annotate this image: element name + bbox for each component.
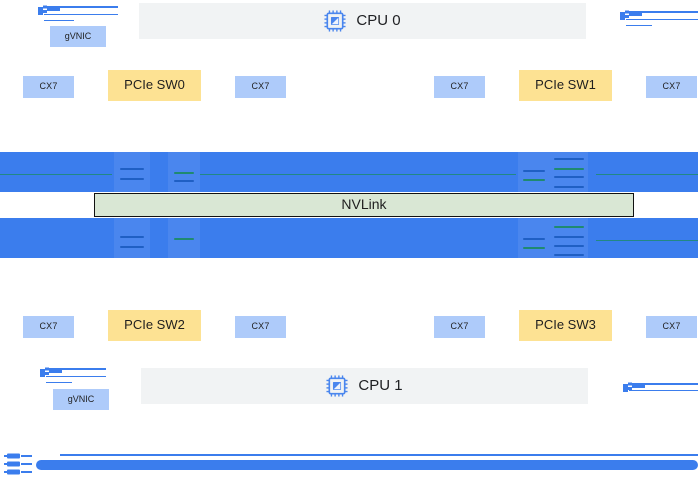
nvlink-label: NVLink <box>341 196 387 213</box>
gpu-card <box>114 152 150 192</box>
gpu-card-stripe <box>120 236 144 238</box>
cpu-1-box[interactable]: CPU 1 <box>141 368 588 404</box>
cx7-nic-4[interactable]: CX7 <box>23 316 74 338</box>
gpu-card-stripe <box>554 245 584 247</box>
gvnic-link-line-top-left-c <box>44 20 74 21</box>
gpu-link-line-upper-right <box>596 174 698 175</box>
cx7-nic-4-label: CX7 <box>39 321 58 332</box>
gpu-card-stripe <box>523 238 545 240</box>
gpu-card-stripe <box>554 186 584 188</box>
cx7-nic-1-label: CX7 <box>251 81 270 92</box>
cx7-nic-2[interactable]: CX7 <box>434 76 485 98</box>
gvnic-link-line-bottom-right <box>629 383 698 385</box>
gpu-card-stripe <box>554 236 584 238</box>
gvnic-bottom-box[interactable]: gVNIC <box>53 389 109 410</box>
gpu-card <box>550 218 588 258</box>
nvlink-bar[interactable]: NVLink <box>94 193 634 217</box>
pcie-sw2-box[interactable]: PCIe SW2 <box>108 310 201 341</box>
gpu-card-stripe <box>554 158 584 160</box>
pcie-sw0-box[interactable]: PCIe SW0 <box>108 70 201 101</box>
cpu-0-label: CPU 0 <box>356 11 401 29</box>
cx7-nic-3[interactable]: CX7 <box>646 76 697 98</box>
network-fabric-line-top <box>60 454 698 456</box>
gpu-band-lower <box>0 218 698 258</box>
cx7-nic-5[interactable]: CX7 <box>235 316 286 338</box>
gpu-card-stripe <box>120 168 144 170</box>
gpu-card-stripe <box>554 176 584 178</box>
cx7-nic-1[interactable]: CX7 <box>235 76 286 98</box>
gvnic-link-line-bottom-right-b <box>629 390 698 391</box>
cpu-1-label: CPU 1 <box>358 376 403 394</box>
gpu-card-stripe <box>554 168 584 170</box>
gvnic-top-label: gVNIC <box>64 30 92 41</box>
gvnic-link-line-top-right-b <box>626 19 698 20</box>
gpu-card-stripe <box>523 179 545 181</box>
gpu-card-stripe <box>523 170 545 172</box>
gpu-link-line-lower-right <box>596 240 698 241</box>
cpu-chip-icon <box>326 375 348 397</box>
gpu-card-stripe <box>554 226 584 228</box>
gvnic-bottom-label: gVNIC <box>67 393 95 404</box>
gvnic-link-line-bottom-left-b <box>46 376 106 377</box>
network-switch-icon <box>4 452 32 478</box>
gvnic-link-line-top-left <box>44 6 118 8</box>
pcie-sw3-box[interactable]: PCIe SW3 <box>519 310 612 341</box>
cx7-nic-7[interactable]: CX7 <box>646 316 697 338</box>
gpu-card-stripe <box>523 247 545 249</box>
cx7-nic-0[interactable]: CX7 <box>23 76 74 98</box>
cx7-nic-0-label: CX7 <box>39 81 58 92</box>
pcie-sw0-label: PCIe SW0 <box>124 77 185 93</box>
gpu-card-stripe <box>554 254 584 256</box>
cx7-nic-7-label: CX7 <box>662 321 681 332</box>
gvnic-link-line-bottom-left <box>46 368 106 370</box>
pcie-sw1-box[interactable]: PCIe SW1 <box>519 70 612 101</box>
gvnic-top-box[interactable]: gVNIC <box>50 26 106 47</box>
cx7-nic-5-label: CX7 <box>251 321 270 332</box>
cpu-0-box[interactable]: CPU 0 <box>139 3 586 39</box>
network-fabric-bar <box>36 460 698 470</box>
gpu-band-upper <box>0 152 698 192</box>
gpu-card <box>114 218 150 258</box>
gpu-card-stripe <box>120 246 144 248</box>
pcie-sw3-label: PCIe SW3 <box>535 317 596 333</box>
gpu-card-stripe <box>174 180 194 182</box>
cx7-nic-6[interactable]: CX7 <box>434 316 485 338</box>
gpu-card-stripe <box>120 178 144 180</box>
gpu-card-stripe <box>174 172 194 174</box>
cx7-nic-3-label: CX7 <box>662 81 681 92</box>
gvnic-link-line-top-right <box>626 11 698 13</box>
gpu-link-line-upper-mid <box>196 174 516 175</box>
gpu-card <box>518 152 550 192</box>
cx7-nic-2-label: CX7 <box>450 81 469 92</box>
cx7-nic-6-label: CX7 <box>450 321 469 332</box>
gvnic-link-line-top-left-b <box>44 14 118 15</box>
pcie-sw2-label: PCIe SW2 <box>124 317 185 333</box>
pcie-sw1-label: PCIe SW1 <box>535 77 596 93</box>
gpu-card-stripe <box>174 238 194 240</box>
gvnic-link-line-top-right-c <box>626 25 652 26</box>
gpu-link-line-upper-left <box>0 174 112 175</box>
cpu-chip-icon <box>324 10 346 32</box>
gvnic-link-line-bottom-left-c <box>46 382 72 383</box>
